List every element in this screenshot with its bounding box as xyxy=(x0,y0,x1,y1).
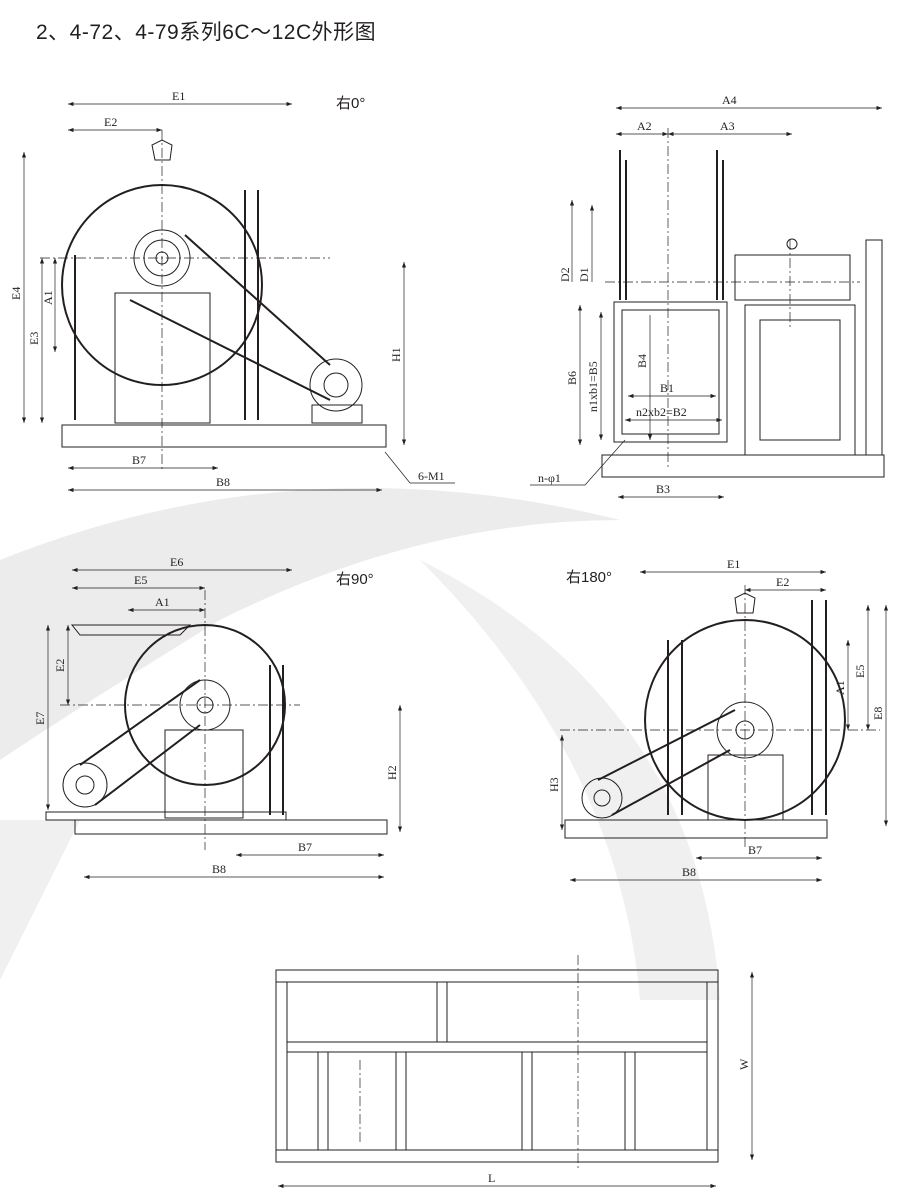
dim-label: E6 xyxy=(170,555,183,569)
dim-label: E2 xyxy=(776,575,789,589)
dim-label: E2 xyxy=(53,659,67,672)
dim-label: A1 xyxy=(155,595,170,609)
dim-label: E7 xyxy=(33,712,47,725)
dim-label: B6 xyxy=(565,371,579,385)
dim-label: B7 xyxy=(298,840,312,854)
dim-label: B8 xyxy=(216,475,230,489)
dim-label: E1 xyxy=(172,89,185,103)
dim-label: H1 xyxy=(389,347,403,362)
dim-label: B8 xyxy=(212,862,226,876)
dim-label: 6-M1 xyxy=(418,469,445,483)
dim-label: L xyxy=(488,1171,495,1185)
dim-label: E8 xyxy=(871,707,885,720)
dim-label: n2xb2=B2 xyxy=(636,405,687,419)
dim-label: E1 xyxy=(727,557,740,571)
dim-label: A3 xyxy=(720,119,735,133)
view-right-180: 右180° E1 E2 A1 E5 E8 H3 B7 B8 xyxy=(547,557,889,883)
dim-label: E3 xyxy=(27,332,41,345)
dim-label: H3 xyxy=(547,777,561,792)
dim-label: D2 xyxy=(558,267,572,282)
view-base-frame: W L xyxy=(275,955,755,1189)
view-right-90: 右90° E6 E5 A1 E2 E7 H2 B7 B8 xyxy=(33,555,403,880)
dim-label: B3 xyxy=(656,482,670,496)
dim-label: B1 xyxy=(660,381,674,395)
view-caption: 右0° xyxy=(336,95,365,112)
view-inlet-side: A4 A2 A3 D2 D1 B6 n1xb1=B5 B4 B1 n2xb2=B… xyxy=(530,93,885,500)
dim-label: n1xb1=B5 xyxy=(586,361,600,412)
dim-label: B7 xyxy=(132,453,146,467)
dim-label: A1 xyxy=(833,680,847,695)
dim-label: E2 xyxy=(104,115,117,129)
dim-label: n-φ1 xyxy=(538,471,561,485)
dim-label: H2 xyxy=(385,765,399,780)
dim-label: B7 xyxy=(748,843,762,857)
view-caption: 右90° xyxy=(336,571,374,588)
view-right-0: 右0° E1 E2 E4 E3 A1 H1 B7 B8 6-M1 xyxy=(9,89,455,493)
dim-label: E5 xyxy=(134,573,147,587)
dim-label: A2 xyxy=(637,119,652,133)
dim-label: B4 xyxy=(635,354,649,368)
dim-label: B8 xyxy=(682,865,696,879)
view-caption: 右180° xyxy=(566,569,612,586)
background-swoosh xyxy=(0,488,720,1000)
dim-label: D1 xyxy=(577,267,591,282)
dim-label: A1 xyxy=(41,290,55,305)
page-title: 2、4-72、4-79系列6C～12C外形图 xyxy=(36,21,377,44)
dim-label: E4 xyxy=(9,287,23,300)
dim-label: A4 xyxy=(722,93,737,107)
dim-label: W xyxy=(737,1058,751,1070)
dim-label: E5 xyxy=(853,665,867,678)
